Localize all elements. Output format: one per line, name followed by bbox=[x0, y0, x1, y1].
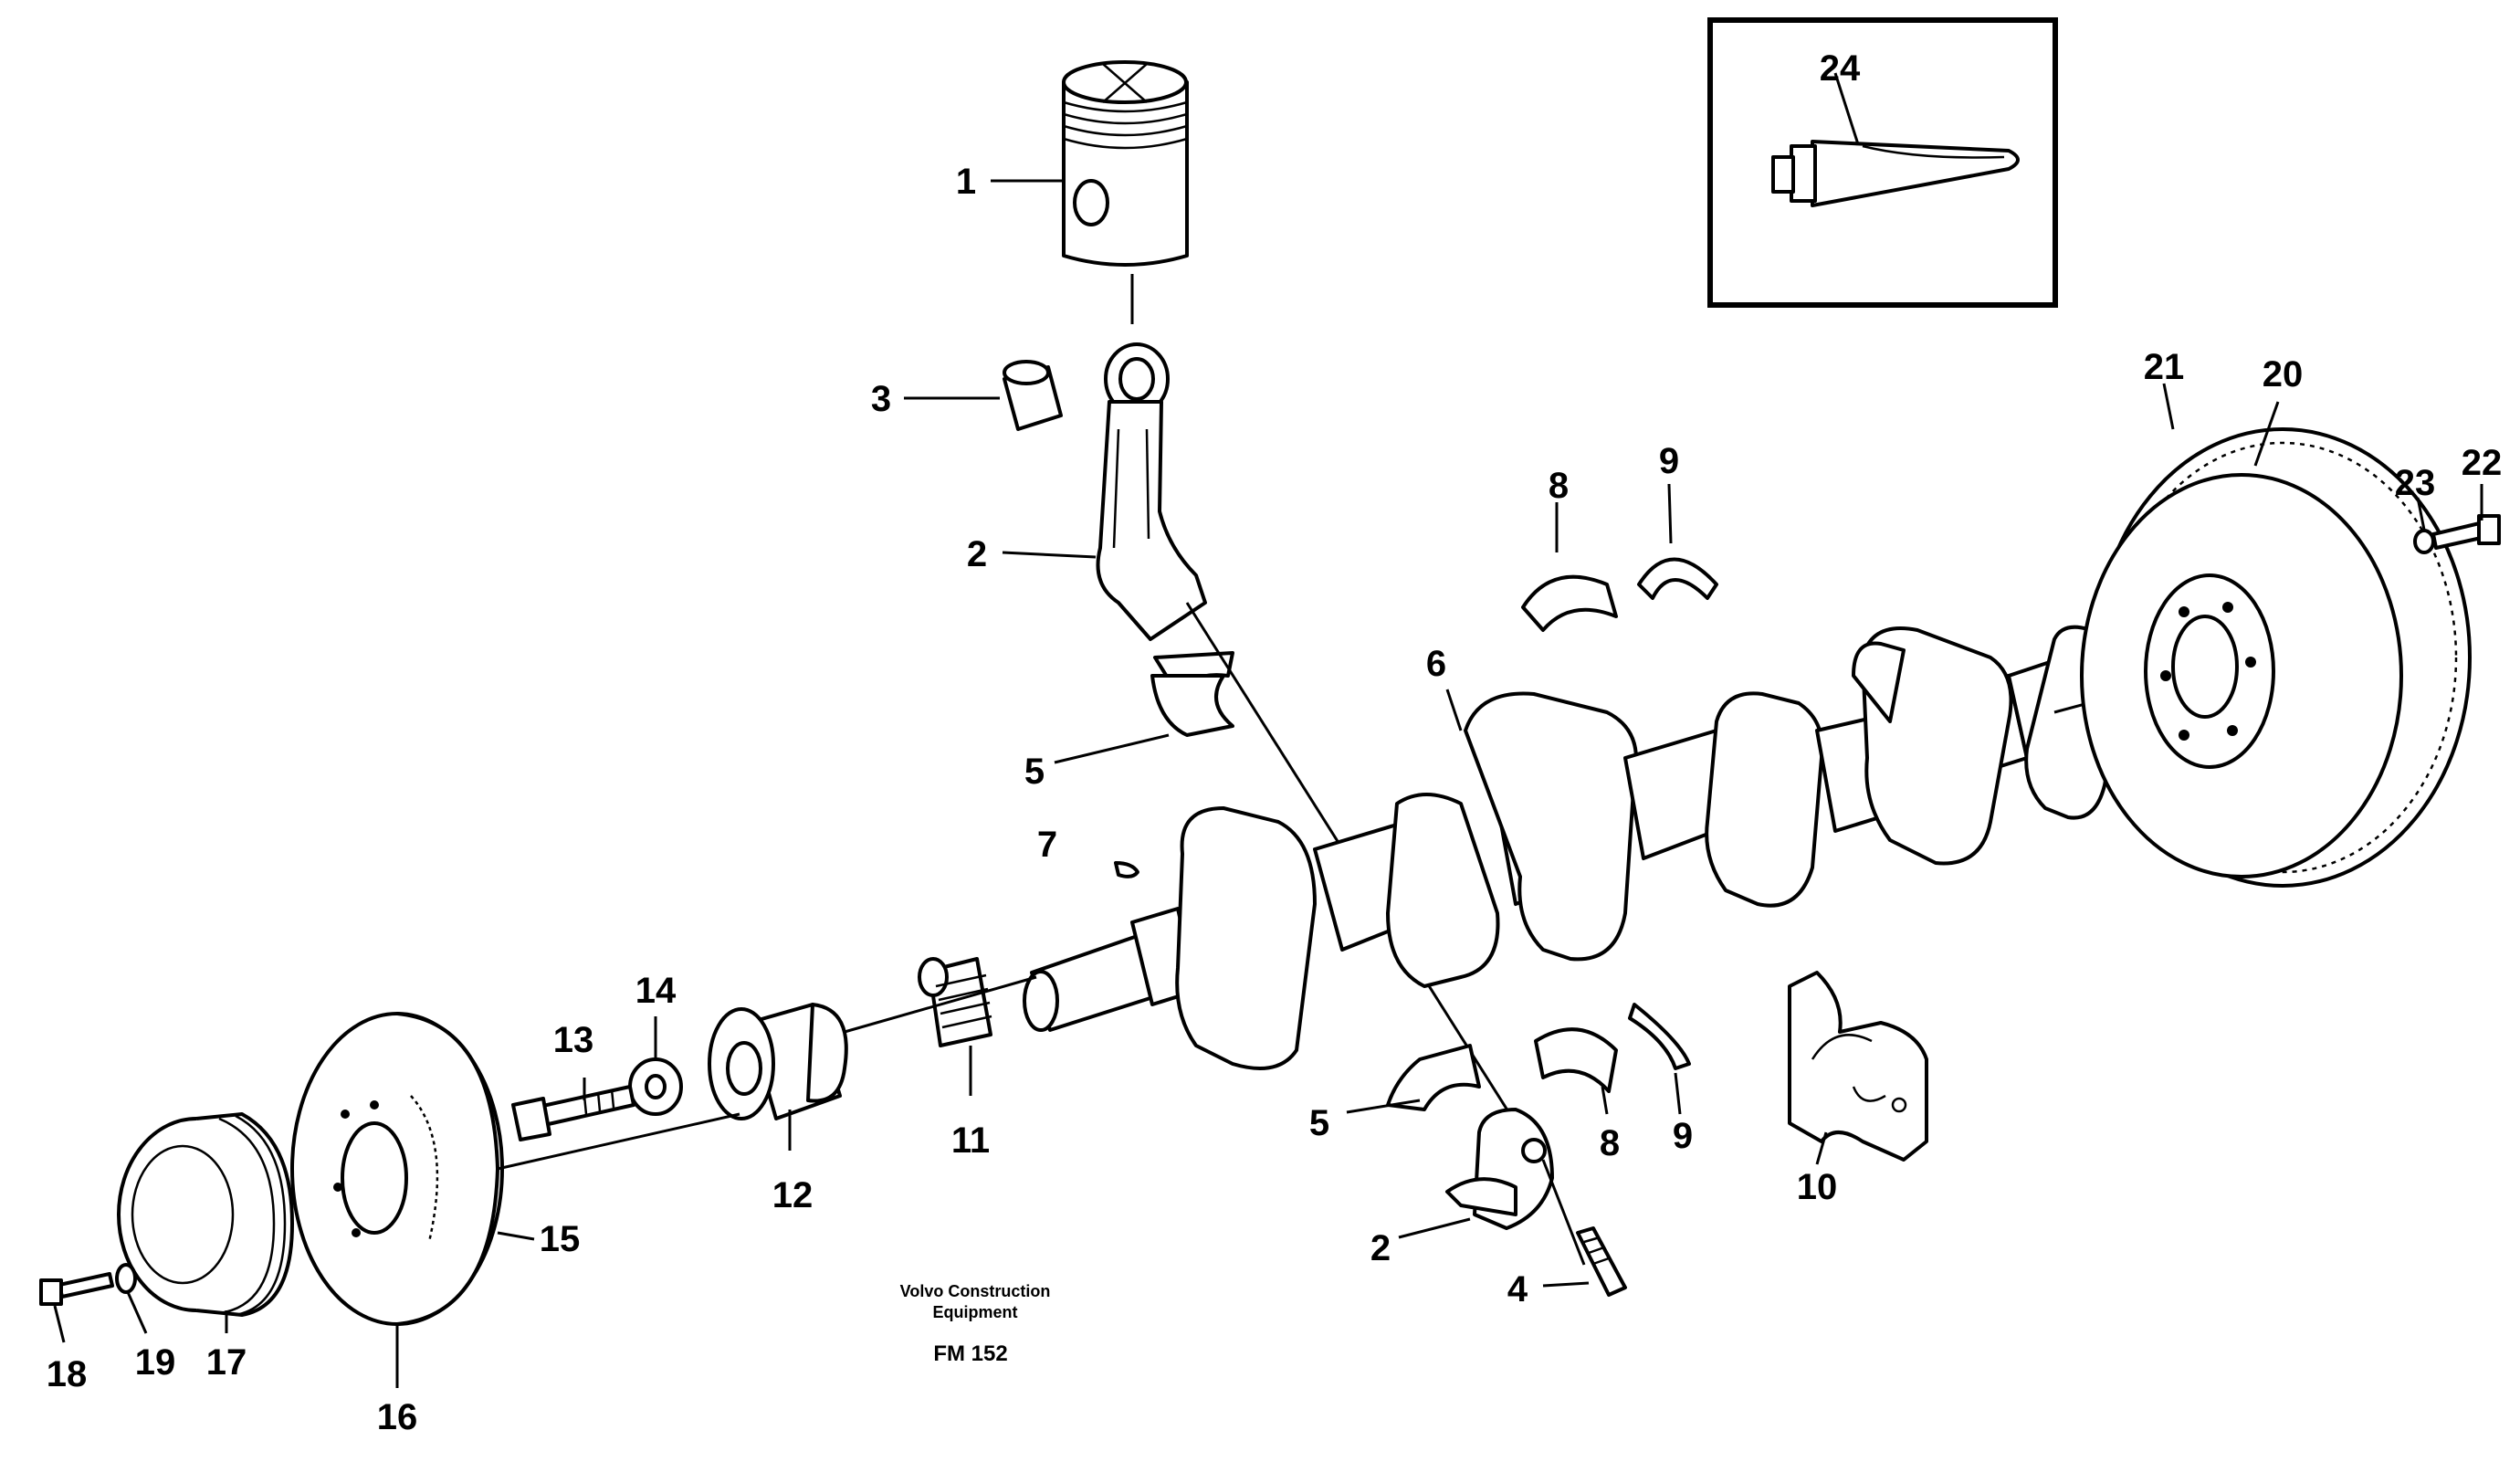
piston bbox=[1062, 60, 1189, 267]
connecting-rod bbox=[1096, 342, 1234, 737]
rod-cap-bolt bbox=[1576, 1226, 1627, 1297]
flywheel bbox=[2080, 427, 2472, 888]
callout-23: 23 bbox=[2395, 463, 2436, 503]
upper-main-bearing bbox=[1521, 574, 1618, 632]
callout-9: 9 bbox=[1659, 441, 1679, 481]
connecting-rod-cap bbox=[1445, 1108, 1554, 1230]
callout-19: 19 bbox=[135, 1342, 176, 1383]
callout-2b: 2 bbox=[1370, 1228, 1391, 1268]
callout-numbers: 1 2 3 5 6 7 8 9 21 20 22 23 24 14 13 11 … bbox=[47, 48, 2503, 1437]
callout-3: 3 bbox=[871, 379, 891, 419]
caption-line-2: Equipment bbox=[933, 1303, 1018, 1321]
main-bearing-cap bbox=[1788, 971, 1928, 1162]
callout-10: 10 bbox=[1797, 1167, 1838, 1207]
callout-14: 14 bbox=[635, 971, 677, 1011]
callout-18: 18 bbox=[47, 1354, 88, 1394]
caption: Volvo Construction Equipment FM 152 bbox=[900, 1282, 1051, 1366]
pulley-washer bbox=[115, 1263, 137, 1294]
hub-bolt bbox=[511, 1085, 635, 1141]
callout-9b: 9 bbox=[1673, 1116, 1693, 1156]
figure-code: FM 152 bbox=[933, 1341, 1007, 1366]
lower-main-bearing bbox=[1534, 1027, 1618, 1093]
callout-17: 17 bbox=[206, 1342, 247, 1383]
callout-16: 16 bbox=[377, 1397, 418, 1437]
pulley-bolt bbox=[39, 1272, 114, 1306]
upper-thrust-washer bbox=[1637, 557, 1718, 600]
bushing bbox=[1003, 360, 1063, 431]
callout-21: 21 bbox=[2144, 347, 2185, 387]
callout-24: 24 bbox=[1820, 48, 1861, 89]
callout-11: 11 bbox=[951, 1120, 990, 1161]
callout-20: 20 bbox=[2263, 354, 2304, 394]
callout-5b: 5 bbox=[1309, 1103, 1329, 1143]
v-belt-pulley bbox=[117, 1112, 294, 1317]
inset-box bbox=[1707, 17, 2058, 308]
hub-washer bbox=[628, 1057, 683, 1116]
sealant-tube bbox=[1771, 140, 2020, 207]
woodruff-key bbox=[1114, 861, 1139, 878]
flywheel-bolt bbox=[2431, 514, 2501, 550]
caption-line-1: Volvo Construction bbox=[900, 1282, 1051, 1300]
callout-7: 7 bbox=[1037, 825, 1057, 865]
callout-13: 13 bbox=[553, 1020, 594, 1060]
callout-2: 2 bbox=[967, 534, 987, 574]
crankshaft bbox=[1023, 625, 2198, 1070]
lower-thrust-washer bbox=[1628, 1003, 1691, 1070]
leader-lines bbox=[53, 179, 2483, 1388]
callout-8b: 8 bbox=[1600, 1123, 1620, 1163]
callout-4: 4 bbox=[1507, 1269, 1528, 1309]
pulley-hub bbox=[708, 1003, 848, 1120]
callout-8: 8 bbox=[1549, 466, 1569, 506]
callout-1: 1 bbox=[956, 162, 976, 202]
callout-5: 5 bbox=[1024, 752, 1045, 792]
callout-12: 12 bbox=[772, 1175, 814, 1215]
callout-6: 6 bbox=[1426, 644, 1446, 684]
damper-pulley bbox=[290, 1012, 504, 1326]
washer bbox=[2413, 529, 2435, 554]
callout-22: 22 bbox=[2462, 443, 2503, 483]
callout-15: 15 bbox=[540, 1219, 581, 1259]
lower-rod-bearing bbox=[1386, 1044, 1481, 1111]
crank-gear bbox=[918, 957, 992, 1047]
